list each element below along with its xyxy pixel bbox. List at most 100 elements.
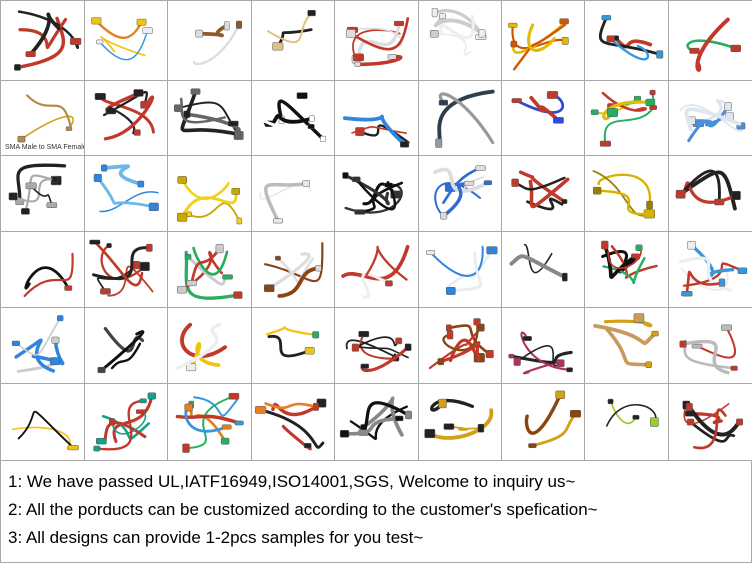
black-yellow-pcie-cable-icon	[11, 410, 79, 451]
ffc-flat-cable-icon	[679, 98, 746, 143]
product-cell	[501, 307, 585, 384]
product-cell	[418, 80, 502, 156]
product-cell	[84, 231, 168, 308]
red-pigtail-harness-icon	[345, 17, 410, 67]
product-cell	[584, 383, 669, 461]
product-cell	[334, 80, 419, 156]
product-cell	[84, 155, 168, 232]
product-cell	[251, 155, 335, 232]
ffc-flex-cables-icon	[426, 245, 498, 295]
product-cell	[501, 383, 585, 461]
lvds-display-cable-icon	[509, 243, 568, 282]
product-cell	[0, 155, 85, 232]
fakra-connector-set-icon	[508, 331, 573, 375]
product-cell	[251, 231, 335, 308]
product-cell	[501, 80, 585, 156]
product-cell	[334, 0, 419, 81]
brown-jumper-set-icon	[263, 242, 324, 298]
product-cell	[0, 307, 85, 384]
product-cell	[668, 307, 752, 384]
black-thin-cable-icon	[339, 396, 412, 441]
white-wire-bundle-icon	[429, 7, 487, 56]
product-cell	[167, 231, 252, 308]
product-cell	[501, 155, 585, 232]
yellow-green-wires-icon	[590, 89, 658, 147]
red-blue-terminal-wires-icon	[93, 392, 157, 452]
product-cell	[167, 307, 252, 384]
white-connector-harness-icon	[341, 244, 410, 299]
product-cell	[584, 0, 669, 81]
sma-coax-cable-icon	[17, 94, 74, 143]
ipex-pigtail-icon	[524, 390, 581, 449]
colored-connector-harness-icon	[342, 114, 410, 148]
grey-ribbon-cable-icon	[679, 324, 738, 375]
product-cell	[84, 307, 168, 384]
product-cell	[668, 231, 752, 308]
red-black-power-harness-icon	[511, 170, 570, 211]
note-certifications: 1: We have passed UL,IATF16949,ISO14001,…	[8, 472, 576, 491]
product-cell	[418, 307, 502, 384]
product-cell	[0, 383, 85, 461]
red-white-harness-icon	[175, 322, 227, 372]
lvds-cable-icon	[435, 89, 495, 148]
dupont-jumper-rainbow-icon	[175, 392, 244, 453]
green-black-wire-bundle-icon	[605, 398, 659, 427]
product-cell	[501, 231, 585, 308]
product-cell	[0, 0, 85, 81]
product-cell	[251, 383, 335, 461]
black-power-lead-icon	[601, 240, 658, 284]
product-cell	[584, 80, 669, 156]
product-cell	[0, 231, 85, 308]
yellow-ethernet-cable-icon	[177, 176, 243, 225]
product-cell	[418, 0, 502, 81]
grey-quick-disconnect-icon	[8, 163, 67, 215]
product-cell	[251, 307, 335, 384]
product-cell	[584, 231, 669, 308]
black-molex-loop-icon	[174, 88, 244, 140]
black-waterproof-pair-icon	[97, 326, 145, 374]
red-black-connector-bundle-icon	[682, 400, 744, 450]
product-image-grid: SMA Male to SMA Female	[0, 0, 752, 461]
blue-harness-connector-icon	[433, 165, 492, 220]
product-cell	[668, 383, 752, 461]
brown-jumper-bundle-icon	[192, 20, 243, 66]
multicolor-wire-bundle-icon	[686, 17, 741, 72]
red-dc-splice-cable-icon	[14, 10, 82, 71]
product-cell	[167, 0, 252, 81]
product-cell	[334, 155, 419, 232]
product-cell	[84, 80, 168, 156]
product-cell	[501, 0, 585, 81]
dupont-red-black-icon	[255, 398, 327, 451]
product-cell	[167, 155, 252, 232]
white-connector-pair-icon	[678, 241, 748, 297]
product-cell	[418, 383, 502, 461]
notes-panel: 1: We have passed UL,IATF16949,ISO14001,…	[0, 460, 752, 563]
product-cell	[584, 155, 669, 232]
product-cell	[84, 0, 168, 81]
blue-red-terminals-icon	[511, 91, 565, 124]
rainbow-ribbon-jumper-icon	[91, 17, 153, 61]
ring-terminal-wires-icon	[508, 18, 569, 71]
red-black-lead-wires-icon	[89, 239, 154, 297]
black-connector-cable-icon	[266, 10, 316, 51]
product-cell	[668, 155, 752, 232]
note-customization: 2: All the porducts can be customized ac…	[8, 500, 598, 519]
product-cell	[668, 0, 752, 81]
product-cell	[251, 80, 335, 156]
black-usb-cable-icon	[259, 90, 327, 143]
black-sensor-harness-icon	[345, 331, 412, 373]
waterproof-connector-icon	[23, 252, 74, 298]
note-samples: 3: All designs can provide 1-2pcs sample…	[8, 528, 424, 547]
product-cell	[84, 383, 168, 461]
product-cell	[334, 383, 419, 461]
blue-jumper-cable-icon	[11, 315, 65, 373]
black-red-harness-icon	[675, 169, 741, 211]
product-cell	[418, 231, 502, 308]
rf-pigtail-bundle-icon	[593, 313, 659, 368]
sma-caption: SMA Male to SMA Female	[5, 144, 85, 151]
product-cell	[167, 80, 252, 156]
black-yellow-harness-icon	[265, 326, 320, 358]
product-cell	[334, 307, 419, 384]
product-cell: SMA Male to SMA Female	[0, 80, 85, 156]
cisco-console-cable-icon	[93, 164, 159, 213]
